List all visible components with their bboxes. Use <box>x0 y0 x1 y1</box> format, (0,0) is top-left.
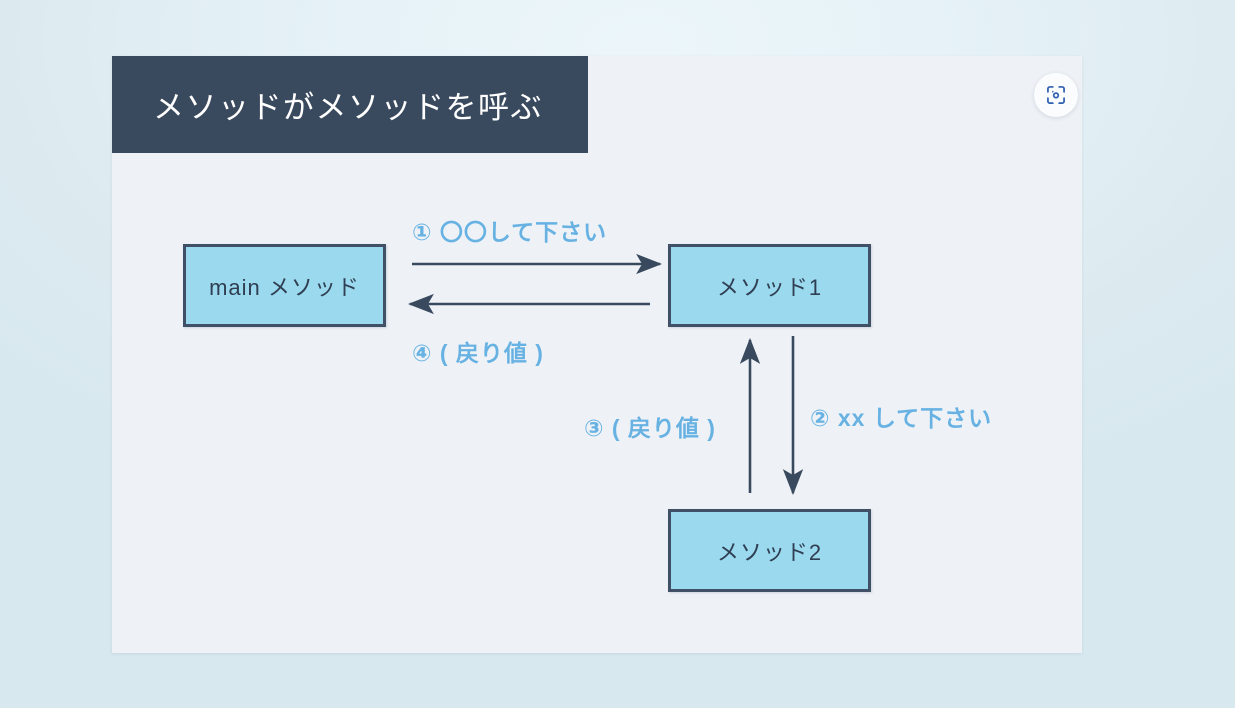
method-box-main[interactable]: main メソッド <box>183 244 386 327</box>
arrow-label-step1: ① 〇〇して下さい <box>412 219 608 245</box>
arrow-label-step3: ③ ( 戻り値 ) <box>584 415 716 441</box>
method-box-method1-label: メソッド1 <box>716 274 823 300</box>
method-box-main-label: main メソッド <box>209 274 360 300</box>
arrow-label-step2: ② xx して下さい <box>810 405 993 431</box>
method-call-diagram: main メソッド メソッド1 メソッド2 ① 〇〇して下さい ④ ( 戻り値 … <box>112 56 1082 653</box>
arrow-label-step4: ④ ( 戻り値 ) <box>412 340 544 366</box>
method-box-method2-label: メソッド2 <box>716 539 823 565</box>
method-box-method1[interactable]: メソッド1 <box>668 244 871 327</box>
slide-card: メソッドがメソッドを呼ぶ <box>112 56 1082 653</box>
scan-focus-button[interactable] <box>1034 73 1078 117</box>
slide-title-bar: メソッドがメソッドを呼ぶ <box>112 56 588 153</box>
diagram-arrows <box>407 253 804 496</box>
method-box-method2[interactable]: メソッド2 <box>668 509 871 592</box>
scan-focus-icon <box>1045 84 1067 106</box>
slide-title: メソッドがメソッドを呼ぶ <box>153 90 543 125</box>
